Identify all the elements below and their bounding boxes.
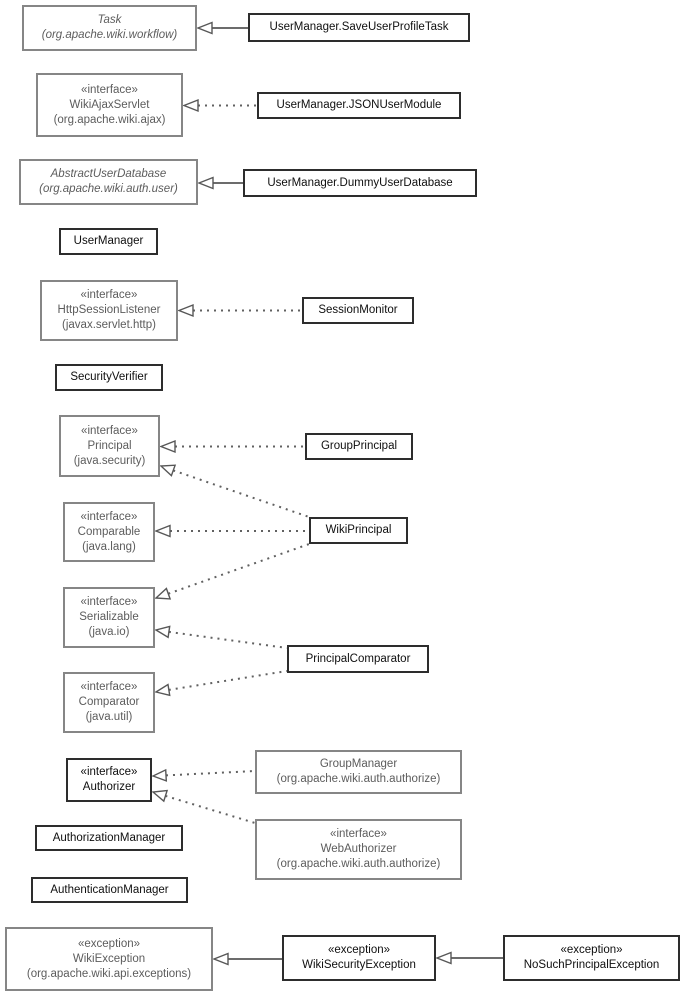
class-box-webauthorizer[interactable]: «interface» WebAuthorizer (org.apache.wi… [255,819,462,880]
class-box-comparator[interactable]: «interface» Comparator (java.util) [63,672,155,733]
edge-arrowhead-implements-serializable-1 [154,587,172,600]
class-stereotype: «interface» [80,510,138,523]
edge-arrowhead-implements-authorizer-2 [151,789,169,803]
class-name: Comparator [78,696,140,708]
class-stereotype: «interface» [330,828,387,840]
class-stereotype: «interface» [80,681,138,693]
class-name: WikiPrincipal [325,524,392,536]
edge-arrowhead-implements-httpsessionlistener [177,303,194,318]
edge-arrowhead-extends-wikiexception [212,952,229,966]
class-name: PrincipalComparator [305,652,411,665]
edge-line-principalcomparator-implements-serializable [168,630,288,649]
class-box-serializable[interactable]: «interface» Serializable (java.io) [63,587,155,648]
class-box-principal[interactable]: «interface» Principal (java.security) [59,415,160,477]
class-package: (javax.servlet.http) [62,319,156,331]
class-box-groupmanager[interactable]: GroupManager (org.apache.wiki.auth.autho… [255,750,462,794]
edge-arrowhead-extends-task [196,21,213,35]
class-name: Authorizer [82,781,136,793]
class-box-wikiexception[interactable]: «exception» WikiException (org.apache.wi… [5,927,213,991]
class-box-usermanager-saveuserprofiletask[interactable]: UserManager.SaveUserProfileTask [248,13,470,42]
class-name: Principal [87,439,132,452]
class-stereotype: «exception» [560,944,623,956]
class-name: NoSuchPrincipalException [523,959,660,971]
class-box-wikiprincipal[interactable]: WikiPrincipal [309,517,408,544]
class-name: UserManager [73,235,144,247]
class-stereotype: «exception» [77,937,141,950]
class-stereotype: «interface» [80,596,138,608]
class-box-abstractuserdatabase[interactable]: AbstractUserDatabase (org.apache.wiki.au… [19,159,198,205]
class-package: (org.apache.wiki.auth.authorize) [276,773,441,785]
class-name: GroupManager [319,758,398,770]
edge-arrowhead-implements-comparator [154,683,171,697]
class-stereotype: «interface» [81,83,138,96]
edge-line-wikiprincipal-implements-principal [172,469,313,519]
class-stereotype: «interface» [80,766,138,778]
class-box-nosuchprincipalexception[interactable]: «exception» NoSuchPrincipalException [503,935,680,981]
class-box-usermanager-dummyuserdatabase[interactable]: UserManager.DummyUserDatabase [243,169,477,197]
class-package: (java.util) [85,711,133,723]
class-name: UserManager.SaveUserProfileTask [269,21,449,33]
class-box-authenticationmanager[interactable]: AuthenticationManager [31,877,188,903]
class-box-httpsessionlistener[interactable]: «interface» HttpSessionListener (javax.s… [40,280,178,341]
class-box-authorizationmanager[interactable]: AuthorizationManager [35,825,183,851]
class-box-task[interactable]: Task (org.apache.wiki.workflow) [22,5,197,51]
edge-arrowhead-implements-principal-1 [159,439,176,454]
class-name: WikiException [72,952,146,965]
class-package: (java.io) [88,626,130,638]
edge-arrowhead-implements-comparable [154,524,171,538]
class-stereotype: «interface» [80,289,138,301]
class-stereotype: «exception» [327,944,391,956]
class-package: (org.apache.wiki.auth.authorize) [276,858,441,870]
class-name: GroupPrincipal [320,440,398,452]
edge-arrowhead-implements-authorizer-1 [151,768,168,782]
class-package: (java.security) [73,454,146,467]
edge-arrowhead-extends-wikisecurityexception [435,951,452,965]
class-package: (java.lang) [82,540,136,553]
class-box-wikisecurityexception[interactable]: «exception» WikiSecurityException [282,935,436,981]
class-box-comparable[interactable]: «interface» Comparable (java.lang) [63,502,155,562]
class-package: (org.apache.wiki.workflow) [41,29,178,41]
class-box-usermanager-jsonusermodule[interactable]: UserManager.JSONUserModule [257,92,461,119]
class-name: SecurityVerifier [70,371,148,383]
edge-line-principalcomparator-implements-comparator [168,670,288,691]
class-box-sessionmonitor[interactable]: SessionMonitor [302,297,414,324]
class-name: SessionMonitor [318,304,398,316]
edge-line-webauthorizer-implements-authorizer [165,794,256,824]
class-box-wikiajaxservlet[interactable]: «interface» WikiAjaxServlet (org.apache.… [36,73,183,137]
class-name: WikiSecurityException [302,959,416,971]
class-stereotype: «interface» [81,424,138,437]
class-box-authorizer[interactable]: «interface» Authorizer [66,758,152,802]
class-package: (org.apache.wiki.ajax) [53,113,166,126]
class-name: Task [97,14,122,26]
class-name: UserManager.JSONUserModule [276,99,442,111]
edge-line-groupmanager-implements-authorizer [165,770,256,777]
class-box-securityverifier[interactable]: SecurityVerifier [55,364,163,391]
class-name: WikiAjaxServlet [69,98,150,111]
edge-line-wikiprincipal-implements-serializable [167,542,313,595]
class-name: Comparable [77,525,141,538]
class-box-groupprincipal[interactable]: GroupPrincipal [305,433,413,460]
class-box-usermanager[interactable]: UserManager [59,228,158,255]
class-package: (org.apache.wiki.api.exceptions) [26,967,192,980]
class-name: AuthorizationManager [52,831,166,844]
class-package: (org.apache.wiki.auth.user) [39,183,178,195]
class-name: AbstractUserDatabase [50,168,167,180]
class-name: UserManager.DummyUserDatabase [267,176,453,189]
class-box-principalcomparator[interactable]: PrincipalComparator [287,645,429,673]
edge-arrowhead-implements-wikiajaxservlet [182,98,199,113]
class-name: AuthenticationManager [50,883,169,896]
class-name: WebAuthorizer [320,843,397,855]
class-name: Serializable [79,611,139,623]
edge-arrowhead-implements-serializable-2 [154,625,171,639]
edge-arrowhead-extends-abstractuserdatabase [197,176,214,190]
edge-arrowhead-implements-principal-2 [159,464,177,477]
class-name: HttpSessionListener [57,304,161,316]
